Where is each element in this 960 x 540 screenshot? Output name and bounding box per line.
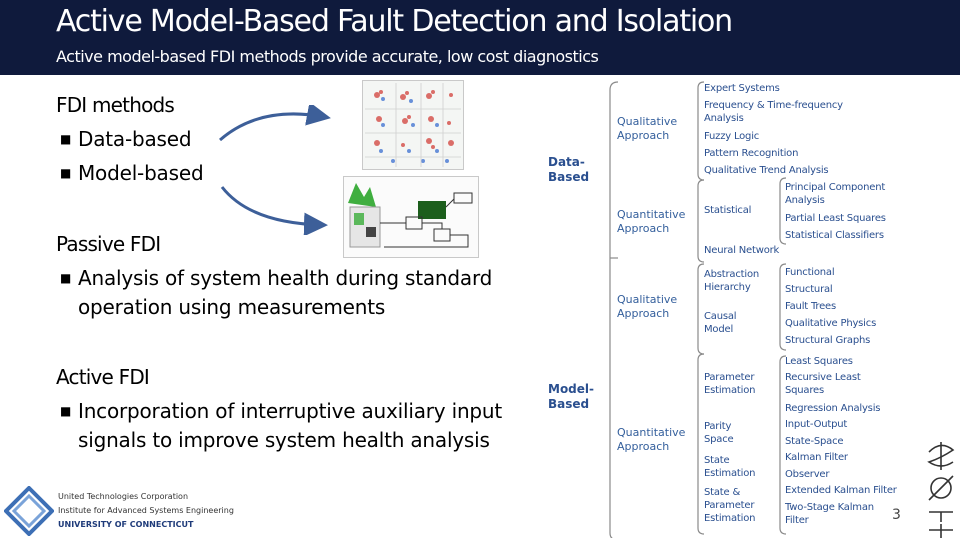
active-fdi-heading: Active FDI xyxy=(56,365,150,389)
tree-functional: Functional xyxy=(785,267,835,278)
tree-data-based: Data- Based xyxy=(548,155,590,184)
bullet-label: Incorporation of interruptive auxiliary … xyxy=(78,399,503,423)
tree-neural-network: Neural Network xyxy=(704,245,780,256)
footer-org-2: Institute for Advanced Systems Engineeri… xyxy=(58,506,234,515)
tree-regression-analysis: Regression Analysis xyxy=(785,403,881,414)
tree-expert-systems: Expert Systems xyxy=(704,83,780,94)
bullet-model-based: ■Model-based xyxy=(60,161,204,185)
tree-quantitative-approach-model: Quantitative Approach xyxy=(617,426,686,453)
tree-fuzzy-logic: Fuzzy Logic xyxy=(704,131,760,142)
tree-qualitative-physics: Qualitative Physics xyxy=(785,318,877,329)
bullet-passive-cont: operation using measurements xyxy=(78,295,386,319)
model-diagram-graphic xyxy=(348,183,473,248)
bullet-data-based: ■Data-based xyxy=(60,127,192,151)
page-number: 3 xyxy=(892,507,901,523)
tree-recursive-least-squares: Recursive Least Squares xyxy=(785,372,861,396)
tree-quantitative-approach-data: Quantitative Approach xyxy=(617,208,686,235)
tree-state-parameter-estimation: State & Parameter Estimation xyxy=(704,487,756,524)
bullet-active-cont: signals to improve system health analysi… xyxy=(78,428,490,452)
arrow-to-data-thumbnail xyxy=(219,105,331,142)
tree-statistical: Statistical xyxy=(704,205,752,216)
tree-state-space: State-Space xyxy=(785,436,844,447)
bullet-label: Model-based xyxy=(78,161,204,185)
tree-model-based: Model- Based xyxy=(548,382,595,411)
tree-least-squares: Least Squares xyxy=(785,356,853,367)
tree-qualitative-trend: Qualitative Trend Analysis xyxy=(704,165,829,176)
bullet-label: Analysis of system health during standar… xyxy=(78,266,493,290)
tree-qualitative-approach-data: Qualitative Approach xyxy=(617,115,678,142)
university-logo-icon xyxy=(4,486,54,536)
header-bar: Active Model-Based Fault Detection and I… xyxy=(0,0,960,75)
tree-parameter-estimation: Parameter Estimation xyxy=(704,372,756,396)
tree-frequency-analysis: Frequency & Time-frequency Analysis xyxy=(704,100,843,124)
tree-structural: Structural xyxy=(785,284,833,295)
tree-observer: Observer xyxy=(785,469,830,480)
tree-pls: Partial Least Squares xyxy=(785,213,886,224)
tree-input-output: Input-Output xyxy=(785,419,848,430)
arrows-graphic xyxy=(219,105,331,235)
bullet-active: ■Incorporation of interruptive auxiliary… xyxy=(60,399,503,423)
arrow-to-model-thumbnail xyxy=(220,186,328,235)
tree-causal-model: Causal Model xyxy=(704,311,737,335)
tree-parity-space: Parity Space xyxy=(704,421,734,445)
tree-extended-kalman-filter: Extended Kalman Filter xyxy=(785,485,897,496)
model-diagram-thumbnail xyxy=(343,176,479,258)
bullet-passive: ■Analysis of system health during standa… xyxy=(60,266,493,290)
tree-kalman-filter: Kalman Filter xyxy=(785,452,848,463)
tree-structural-graphs: Structural Graphs xyxy=(785,335,871,346)
decorative-glyphs-icon xyxy=(927,442,955,538)
footer-org-3: UNIVERSITY OF CONNECTICUT xyxy=(58,520,194,529)
tree-state-estimation: State Estimation xyxy=(704,455,756,479)
tree-qualitative-approach-model: Qualitative Approach xyxy=(617,293,678,320)
fdi-classification-tree: Data- Based Model- Based Qualitative App… xyxy=(540,78,910,538)
tree-abstraction-hierarchy: Abstraction Hierarchy xyxy=(704,269,760,293)
scatter-matrix-thumbnail xyxy=(362,80,464,170)
tree-fault-trees: Fault Trees xyxy=(785,301,837,312)
tree-brackets xyxy=(609,81,787,538)
bullet-label: Data-based xyxy=(78,127,192,151)
footer-org-1: United Technologies Corporation xyxy=(58,492,189,501)
tree-pca: Principal Component Analysis xyxy=(785,182,886,206)
slide-subtitle: Active model-based FDI methods provide a… xyxy=(56,47,599,66)
tree-two-stage-kalman-filter: Two-Stage Kalman Filter xyxy=(785,502,874,526)
tree-statistical-classifiers: Statistical Classifiers xyxy=(785,230,884,241)
fdi-methods-heading: FDI methods xyxy=(56,93,175,117)
slide-title: Active Model-Based Fault Detection and I… xyxy=(56,4,733,39)
scatter-matrix-graphic xyxy=(365,83,461,167)
passive-fdi-heading: Passive FDI xyxy=(56,232,161,256)
tree-pattern-recognition: Pattern Recognition xyxy=(704,148,799,159)
